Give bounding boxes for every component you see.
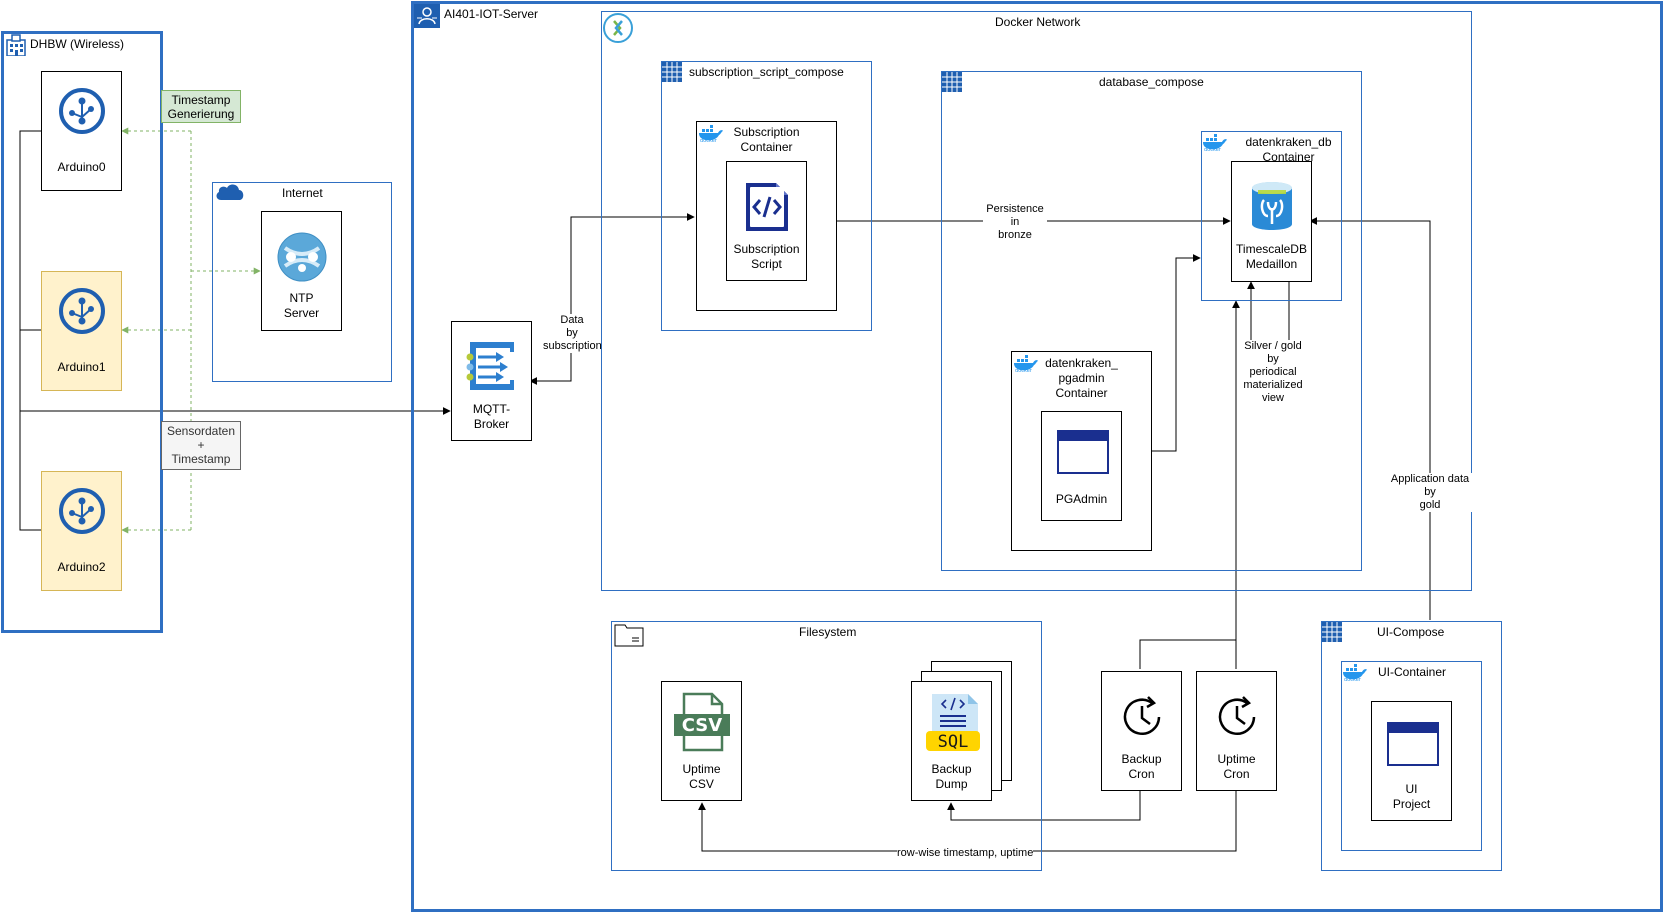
node-mqtt-broker: MQTT- Broker	[451, 321, 532, 441]
edge-mqtt-subscription	[529, 213, 695, 385]
server-icon	[414, 4, 440, 31]
node-ntp-server: NTP Server	[261, 211, 342, 331]
node-ui-container: docker UI-Container	[1341, 661, 1482, 851]
csv-file-icon: CSV	[672, 692, 732, 755]
group-docker-network-label: Docker Network	[995, 15, 1081, 29]
group-database-compose: database_compose	[941, 71, 1362, 571]
edge-label-silver-gold: Silver / gold by periodical materialized…	[1238, 340, 1308, 405]
group-internet: Internet	[212, 182, 392, 382]
svg-text:docker: docker	[700, 138, 718, 143]
note-timestamp-generation: Timestamp Generierung	[161, 90, 241, 123]
node-uptime-cron-label: Uptime Cron	[1217, 752, 1256, 781]
node-timescaledb: TimescaleDB Medaillon	[1231, 161, 1312, 282]
node-arduino1-label: Arduino1	[57, 360, 106, 374]
clock-refresh-icon	[1119, 694, 1165, 743]
vnet-icon	[602, 12, 634, 47]
group-server: AI401-IOT-Server	[411, 1, 1663, 912]
code-file-icon	[742, 181, 792, 236]
cloud-icon	[214, 182, 246, 205]
node-subscription-script-label: Subscription Script	[733, 242, 800, 271]
node-arduino1: Arduino1	[41, 271, 122, 391]
group-ui-compose: UI-Compose	[1321, 621, 1502, 871]
svg-text:CSV: CSV	[682, 715, 723, 736]
iot-hub-icon	[58, 287, 106, 338]
node-mqtt-broker-label: MQTT- Broker	[472, 402, 511, 431]
event-hub-icon	[466, 340, 518, 395]
group-database-compose-label: database_compose	[1099, 75, 1204, 89]
node-subscription-script: Subscription Script	[726, 161, 807, 281]
svg-text:docker: docker	[1015, 368, 1033, 373]
group-internet-label: Internet	[282, 186, 323, 200]
node-ui-container-label: UI-Container	[1378, 665, 1447, 679]
node-subscription-container-label: Subscription Container	[733, 125, 800, 154]
node-pgadmin: PGAdmin	[1041, 411, 1122, 521]
node-pgadmin-container-label: datenkraken_ pgadmin Container	[1045, 356, 1118, 400]
node-backup-dump-label: Backup Dump	[931, 762, 972, 791]
node-ui-project-label: UI Project	[1392, 782, 1431, 811]
svg-text:docker: docker	[1204, 147, 1222, 152]
edge-label-row-wise: row-wise timestamp, uptime	[897, 847, 1034, 860]
edge-backup-dump	[947, 789, 1141, 821]
group-ui-compose-label: UI-Compose	[1377, 625, 1445, 639]
group-docker-network: Docker Network	[601, 11, 1472, 591]
grid-icon	[942, 72, 962, 95]
docker-icon: docker	[1013, 353, 1039, 376]
postgresql-icon	[1250, 180, 1294, 235]
docker-icon: docker	[1202, 132, 1228, 155]
node-arduino2: Arduino2	[41, 471, 122, 591]
node-db-container: docker datenkraken_db Container	[1201, 131, 1342, 301]
node-uptime-cron: Uptime Cron	[1196, 671, 1277, 791]
node-uptime-csv: CSV Uptime CSV	[661, 681, 742, 801]
edge-label-data-by-subscription: Data by subscription	[543, 314, 602, 353]
node-backup-cron: Backup Cron	[1101, 671, 1182, 791]
group-dhbw-label: DHBW (Wireless)	[30, 37, 124, 51]
node-backup-dump: SQL Backup Dump	[911, 681, 992, 801]
building-icon	[4, 34, 28, 59]
group-server-label: AI401-IOT-Server	[444, 7, 539, 21]
iot-hub-icon	[58, 87, 106, 138]
node-arduino0-label: Arduino0	[57, 160, 106, 174]
grid-icon	[1322, 622, 1342, 645]
group-filesystem: Filesystem	[611, 621, 1042, 871]
iot-hub-icon	[58, 487, 106, 538]
group-filesystem-label: Filesystem	[799, 625, 857, 639]
node-db-container-label: datenkraken_db Container	[1245, 135, 1332, 164]
node-arduino0: Arduino0	[41, 71, 122, 191]
sensor-data-edges	[19, 130, 451, 531]
group-subscription-compose: subscription_script_compose	[661, 61, 872, 331]
note-sensor-data: Sensordaten + Timestamp	[161, 421, 241, 470]
node-backup-cron-label: Backup Cron	[1121, 752, 1162, 781]
group-dhbw: DHBW (Wireless)	[1, 31, 163, 633]
edge-label-application-data: Application data by gold	[1383, 473, 1477, 512]
docker-icon: docker	[698, 123, 724, 146]
node-timescaledb-label: TimescaleDB Medaillon	[1236, 242, 1307, 271]
edge-label-persistence: Persistence in bronze	[983, 203, 1047, 242]
node-arduino2-label: Arduino2	[57, 560, 106, 574]
app-service-icon	[277, 232, 327, 285]
node-pgadmin-label: PGAdmin	[1055, 492, 1108, 506]
browser-window-icon	[1387, 722, 1439, 769]
edge-crons-db	[1139, 639, 1236, 669]
folder-icon	[614, 623, 644, 650]
svg-text:SQL: SQL	[938, 732, 969, 752]
node-uptime-csv-label: Uptime CSV	[682, 762, 721, 791]
clock-refresh-icon	[1214, 694, 1260, 743]
node-ui-project: UI Project	[1371, 701, 1452, 821]
group-subscription-compose-label: subscription_script_compose	[689, 65, 844, 79]
node-ntp-server-label: NTP Server	[283, 291, 320, 320]
svg-text:docker: docker	[1344, 677, 1362, 682]
docker-icon: docker	[1342, 662, 1368, 685]
grid-icon	[662, 62, 682, 85]
sql-file-icon: SQL	[924, 692, 982, 755]
browser-window-icon	[1057, 430, 1109, 477]
